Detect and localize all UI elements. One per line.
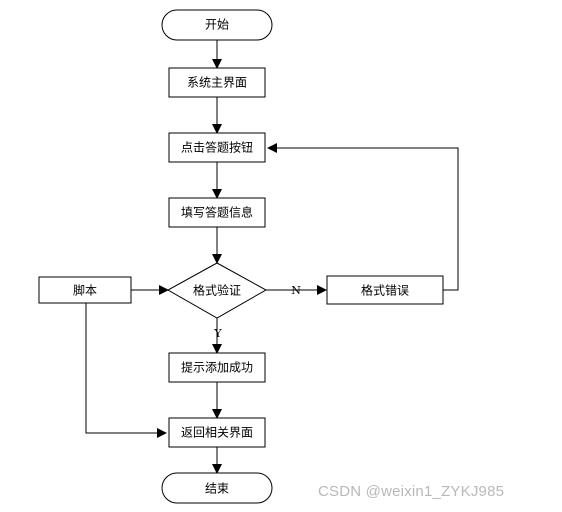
node-return-ui-label: 返回相关界面 (181, 426, 253, 440)
node-fill-info-label: 填写答题信息 (181, 205, 253, 220)
node-validate: 格式验证 (166, 262, 268, 319)
edges (85, 40, 459, 474)
node-fill-info: 填写答题信息 (168, 197, 266, 228)
watermark: CSDN @weixin1_ZYKJ985 (318, 483, 505, 500)
node-main-ui: 系统主界面 (168, 67, 266, 98)
edge-label-yes: Y (213, 327, 222, 340)
node-click-answer-label: 点击答题按钮 (181, 140, 253, 155)
node-click-answer: 点击答题按钮 (168, 132, 266, 163)
node-end: 结束 (161, 472, 273, 504)
node-main-ui-label: 系统主界面 (187, 76, 247, 90)
node-return-ui: 返回相关界面 (168, 417, 266, 448)
node-end-label: 结束 (205, 482, 229, 496)
node-start-label: 开始 (205, 18, 229, 32)
node-format-error: 格式错误 (326, 275, 444, 305)
node-format-error-label: 格式错误 (361, 283, 409, 298)
edge-script-to-return (85, 303, 167, 438)
edge-label-no: N (291, 284, 301, 297)
node-script: 脚本 (38, 276, 132, 304)
edge-error-loop-to-click (267, 143, 459, 291)
node-script-label: 脚本 (73, 283, 97, 298)
node-validate-label: 格式验证 (193, 283, 241, 298)
node-success: 提示添加成功 (168, 352, 266, 383)
node-success-label: 提示添加成功 (181, 360, 253, 375)
node-start: 开始 (161, 9, 273, 41)
